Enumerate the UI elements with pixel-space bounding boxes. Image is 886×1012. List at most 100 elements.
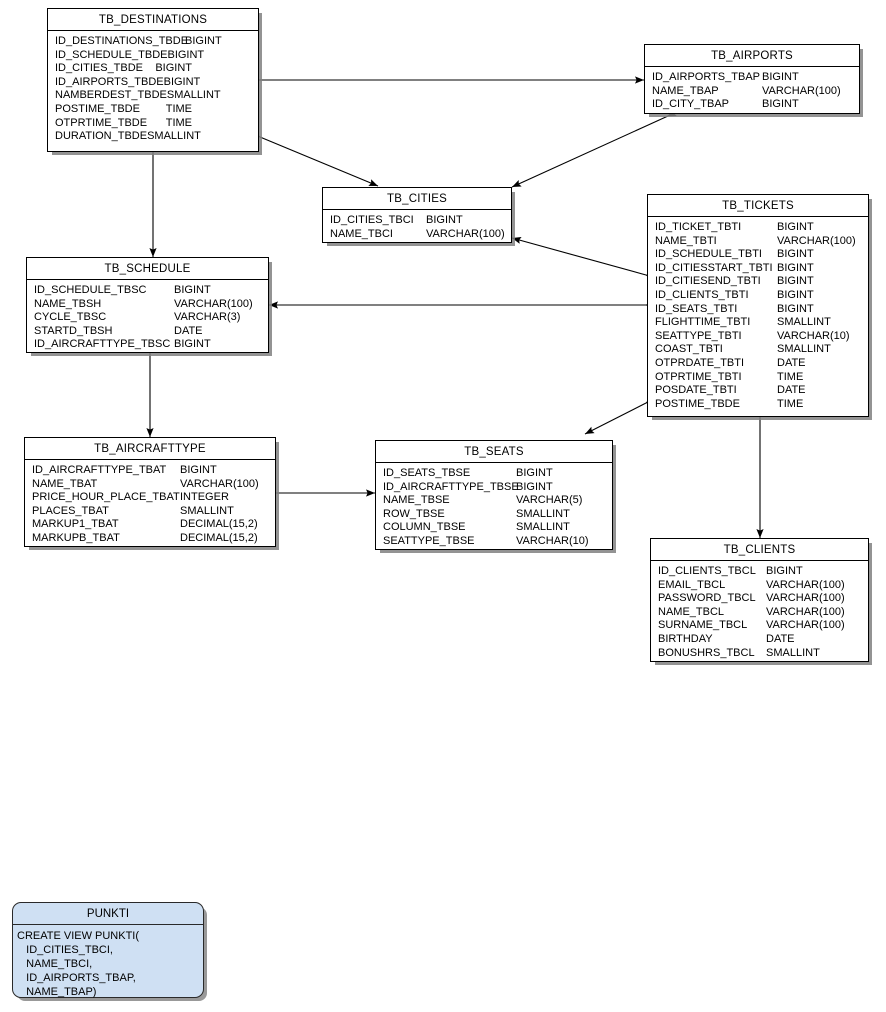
attribute-type: VARCHAR(100) <box>426 227 505 240</box>
attribute-name: NAME_TBSH <box>34 297 102 310</box>
attribute-name: NAMBERDEST_TBDE <box>55 89 167 102</box>
attribute-type: VARCHAR(5) <box>516 494 583 507</box>
attribute-type: INTEGER <box>180 491 229 504</box>
attribute-type: BIGINT <box>777 221 814 233</box>
attribute-name: ID_DESTINATIONS_TBDE <box>55 35 189 47</box>
attribute-type: SMALLINT <box>777 343 831 356</box>
attribute-type: DATE <box>777 356 806 369</box>
attribute-name: ID_CITIESSTART_TBTI <box>655 261 773 274</box>
attribute-type: BIGINT <box>762 98 799 111</box>
attribute-type: BIGINT <box>516 480 553 493</box>
view-definition-line: NAME_TBAP) <box>17 986 97 998</box>
attribute-type: VARCHAR(100) <box>174 297 253 310</box>
attribute-name: ID_CLIENTS_TBCL <box>658 565 756 577</box>
attribute-row: NAME_TBAT VARCHAR(100) <box>25 478 275 492</box>
rel-airports-cities <box>511 109 677 188</box>
attribute-type: BIGINT <box>762 71 799 83</box>
attribute-name: MARKUPB_TBAT <box>32 531 120 544</box>
rel-destinations-cities <box>251 130 379 187</box>
view-definition-line: ID_CITIES_TBCI, <box>17 944 113 956</box>
attribute-type: SMALLINT <box>147 130 201 143</box>
attribute-name: NAME_TBAT <box>32 477 98 490</box>
attribute-type: BIGINT <box>777 248 814 261</box>
attribute-type: TIME <box>165 102 192 115</box>
attribute-name: ID_SEATS_TBTI <box>655 302 738 315</box>
attribute-name: PASSWORD_TBCL <box>658 592 756 605</box>
attribute-name: NAME_TBAP <box>652 84 719 97</box>
attribute-name: EMAIL_TBCL <box>658 578 726 591</box>
attribute-name: ID_CITIESEND_TBTI <box>655 275 761 288</box>
attribute-type: VARCHAR(100) <box>766 605 845 618</box>
attribute-name: PLACES_TBAT <box>32 504 109 517</box>
attribute-name: MARKUP1_TBAT <box>32 518 119 531</box>
attribute-type: BIGINT <box>174 338 211 351</box>
attribute-type: SMALLINT <box>180 504 234 517</box>
attribute-type: BIGINT <box>426 214 463 226</box>
attribute-type: TIME <box>777 397 804 410</box>
attribute-name: PRICE_HOUR_PLACE_TBAT <box>32 491 180 504</box>
view-definition: CREATE VIEW PUNKTI( ID_CITIES_TBCI, NAME… <box>13 925 203 1004</box>
attribute-type: BIGINT <box>174 284 211 296</box>
attribute-name: DURATION_TBDE <box>55 130 148 143</box>
entity-title: TB_SEATS <box>376 441 612 463</box>
attribute-name: ID_CLIENTS_TBTI <box>655 288 749 301</box>
attribute-type: SMALLINT <box>766 646 820 659</box>
attribute-name: ID_CITY_TBAP <box>652 98 730 111</box>
attribute-row: NAME_TBSH VARCHAR(100) <box>27 298 268 312</box>
attribute-name: ID_CITIES_TBDE <box>55 62 144 75</box>
attribute-type: VARCHAR(100) <box>777 234 856 247</box>
attribute-name: OTPRDATE_TBTI <box>655 356 745 369</box>
attribute-type: VARCHAR(100) <box>180 477 259 490</box>
attribute-type: BIGINT <box>766 565 803 577</box>
attribute-type: VARCHAR(100) <box>762 84 841 97</box>
attribute-name: NAME_TBTI <box>655 234 717 247</box>
attribute-name: ID_AIRCRAFTTYPE_TBSC <box>34 338 171 351</box>
attribute-type: BIGINT <box>185 35 222 47</box>
attribute-type: SMALLINT <box>516 507 570 520</box>
attribute-row: ID_CLIENTS_TBCL BIGINT <box>651 565 868 579</box>
attribute-type: SMALLINT <box>516 521 570 534</box>
attribute-name: ID_SCHEDULE_TBDE <box>55 48 168 61</box>
entity-title: TB_CITIES <box>323 188 511 210</box>
attribute-type: VARCHAR(10) <box>516 534 589 547</box>
view-definition-line: ID_AIRPORTS_TBAP, <box>17 972 136 984</box>
attribute-type: VARCHAR(100) <box>766 619 845 632</box>
attribute-type: TIME <box>777 370 804 383</box>
